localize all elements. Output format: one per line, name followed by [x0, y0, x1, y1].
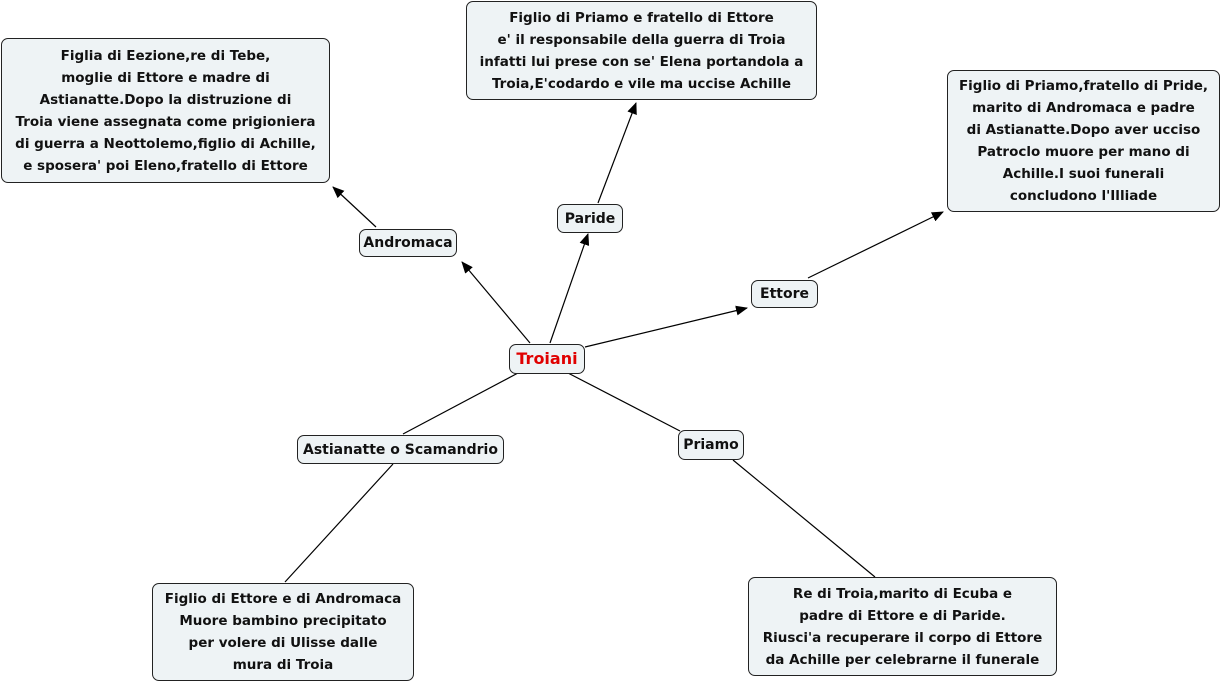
- paride-description[interactable]: Figlio di Priamo e fratello di Ettore e'…: [466, 1, 817, 100]
- concept-andromaca[interactable]: Andromaca: [359, 229, 457, 257]
- concept-troiani-root[interactable]: Troiani: [509, 344, 585, 374]
- link-troiani-andromaca: [461, 261, 531, 344]
- ettore-description[interactable]: Figlio di Priamo,fratello di Pride, mari…: [947, 70, 1220, 212]
- concept-paride[interactable]: Paride: [557, 204, 623, 233]
- link-troiani-astianatte: [402, 372, 519, 435]
- link-troiani-priamo: [567, 372, 681, 432]
- link-priamo-desc: [732, 459, 876, 578]
- andromaca-description[interactable]: Figlia di Eezione,re di Tebe, moglie di …: [1, 38, 330, 183]
- link-troiani-paride: [549, 233, 590, 344]
- link-astianatte-desc: [284, 463, 394, 583]
- concept-ettore[interactable]: Ettore: [751, 280, 818, 308]
- link-ettore-desc: [807, 211, 944, 279]
- concept-priamo[interactable]: Priamo: [678, 430, 744, 460]
- astianatte-description[interactable]: Figlio di Ettore e di Andromaca Muore ba…: [152, 583, 414, 681]
- link-troiani-ettore: [584, 305, 748, 348]
- link-andromaca-desc: [332, 186, 377, 228]
- concept-astianatte[interactable]: Astianatte o Scamandrio: [297, 435, 504, 464]
- priamo-description[interactable]: Re di Troia,marito di Ecuba e padre di E…: [748, 577, 1057, 676]
- link-paride-desc: [597, 102, 637, 204]
